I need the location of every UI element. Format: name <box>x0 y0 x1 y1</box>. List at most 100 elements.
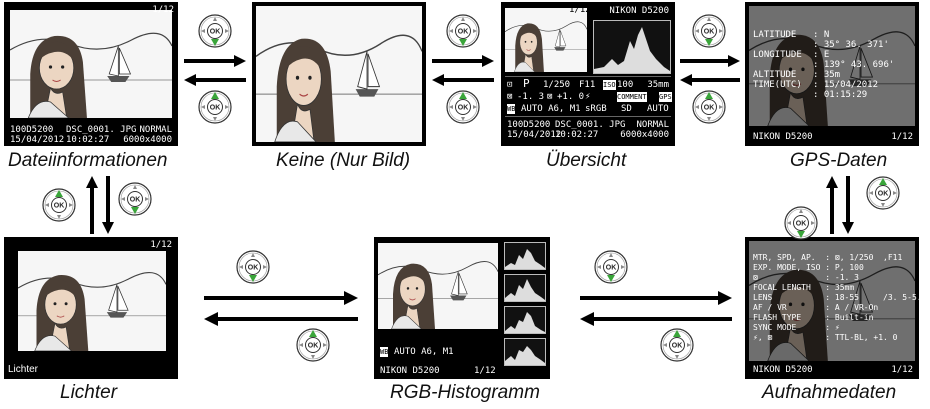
arrow-right <box>204 291 358 305</box>
shooting-data-line: SYNC MODE : ⚡ <box>753 323 840 332</box>
longitude-direction: : E <box>813 50 830 60</box>
svg-text:OK: OK <box>458 29 469 36</box>
shot-date: 15/04/2012 <box>507 130 562 140</box>
svg-text:OK: OK <box>248 265 259 272</box>
folder-name: 100D5200 <box>507 120 551 130</box>
info-overlay <box>749 6 915 126</box>
camera-model: NIKON D5200 <box>753 132 813 142</box>
svg-text:OK: OK <box>704 29 715 36</box>
svg-text:OK: OK <box>796 221 807 228</box>
caption-gps: GPS-Daten <box>790 150 888 171</box>
color-space: sRGB <box>585 104 607 114</box>
aperture: F11 <box>579 80 596 90</box>
arrow-down <box>842 176 854 234</box>
svg-text:OK: OK <box>210 29 221 36</box>
multi-selector-down-icon: OK <box>236 250 270 284</box>
shot-time: 10:02:27 <box>555 130 599 140</box>
svg-text:OK: OK <box>130 197 141 204</box>
flash-compensation-icon: ⊠ <box>547 92 553 102</box>
file-name: DSC_0001. JPG <box>555 120 626 130</box>
multi-selector-down-icon: OK <box>692 14 726 48</box>
time-utc-value: : 01:15:29 <box>813 90 868 100</box>
latitude-direction: : N <box>813 30 830 40</box>
iso-label: ISO <box>603 80 616 90</box>
caption-rgb-histogram: RGB-Histogramm <box>390 382 540 403</box>
arrow-left <box>432 74 494 86</box>
image-size: 6000x4000 <box>620 130 669 140</box>
sample-photo <box>10 10 172 118</box>
iso-value: 100 <box>617 80 634 90</box>
altitude-value: : 35m <box>813 70 841 80</box>
multi-selector-up-icon: OK <box>198 90 232 124</box>
shooting-data-line: ⊠ : -1. 3 <box>753 273 859 282</box>
image-quality: NORMAL <box>139 125 172 135</box>
image-size: 6000x4000 <box>123 135 172 145</box>
camera-model: NIKON D5200 <box>609 6 669 16</box>
arrow-left <box>680 74 740 86</box>
file-name: DSC_0001. JPG <box>66 125 137 135</box>
svg-text:OK: OK <box>672 343 683 350</box>
svg-text:OK: OK <box>308 343 319 350</box>
exposure-compensation: -1. 3 <box>517 92 545 102</box>
screen-file-info: 1/12 100D5200 DSC_0001. JPG NORMAL 15/04… <box>4 2 178 146</box>
frame-counter: 1/12 <box>150 240 172 250</box>
display-mode-label: Lichter <box>8 364 39 375</box>
screen-highlights: 1/12 Lichter <box>4 237 178 379</box>
flash-compensation: +1. 0 <box>557 92 585 102</box>
screen-overview: 1/12 NIKON D5200 ⊡ P 1/250 F11 ISO 100 3… <box>501 2 675 146</box>
metering-icon: ⊡ <box>507 80 513 90</box>
multi-selector-up-icon: OK <box>42 188 76 222</box>
shot-time: 10:02:27 <box>66 135 110 145</box>
shooting-data-line: FLASH TYPE : Built-in <box>753 313 874 322</box>
exposure-compensation-icon: ⊠ <box>507 92 513 102</box>
info-overlay <box>749 241 915 361</box>
shooting-data-line: MTR, SPD, AP. : ⊠, 1/250 ,F11 <box>753 253 903 262</box>
shooting-data-line: FOCAL LENGTH : 35mm <box>753 283 855 292</box>
shooting-data-line: ⚡, ⊠ : TTL-BL, +1. 0 <box>753 333 898 342</box>
svg-text:OK: OK <box>878 191 889 198</box>
screen-image-only <box>252 2 426 146</box>
focal-length: 35mm <box>647 80 669 90</box>
multi-selector-down-icon: OK <box>594 250 628 284</box>
histogram-green <box>504 306 546 334</box>
divider <box>505 116 671 117</box>
arrow-left <box>580 312 732 326</box>
caption-shooting-data: Aufnahmedaten <box>762 382 897 403</box>
svg-text:OK: OK <box>704 105 715 112</box>
caption-file-info: Dateiinformationen <box>8 150 168 171</box>
shot-date: 15/04/2012 <box>10 135 65 145</box>
sample-photo-thumbnail <box>378 243 498 329</box>
picture-control: SD <box>621 104 632 114</box>
white-balance-icon: WB <box>380 347 389 357</box>
frame-counter: 1/12 <box>152 5 174 15</box>
shooting-data-line: AF / VR : A / VR-On <box>753 303 879 312</box>
svg-text:OK: OK <box>54 203 65 210</box>
divider <box>505 76 671 77</box>
caption-overview: Übersicht <box>546 150 627 171</box>
longitude-value: : 139° 43. 696' <box>813 60 895 70</box>
sample-photo <box>256 6 422 142</box>
shooting-data-line: EXP. MODE, ISO : P, 100 <box>753 263 864 272</box>
frame-counter: 1/12 <box>569 5 591 15</box>
multi-selector-up-icon: OK <box>660 328 694 362</box>
multi-selector-up-icon: OK <box>692 90 726 124</box>
histogram-red <box>504 274 546 302</box>
luminance-histogram <box>593 20 671 74</box>
frame-counter: 1/12 <box>891 365 913 375</box>
histogram-luminance <box>504 242 546 270</box>
white-balance: AUTO A6, M1 <box>394 347 454 357</box>
multi-selector-down-icon: OK <box>784 206 818 240</box>
active-d-lighting: AUTO <box>647 104 669 114</box>
svg-text:OK: OK <box>606 265 617 272</box>
gps-badge: GPS <box>659 92 672 102</box>
white-balance-icon: WB <box>507 104 516 114</box>
exposure-mode: P <box>523 77 530 90</box>
latitude-label: LATITUDE <box>753 30 797 40</box>
flash-icon: ⚡ <box>585 92 591 102</box>
arrow-right <box>432 55 494 67</box>
shooting-data-line: LENS : 18-55 /3. 5-5. 6 <box>753 293 919 302</box>
image-quality: NORMAL <box>636 120 669 130</box>
frame-counter: 1/12 <box>474 366 496 376</box>
arrow-down <box>102 176 114 234</box>
shutter-speed: 1/250 <box>543 80 571 90</box>
